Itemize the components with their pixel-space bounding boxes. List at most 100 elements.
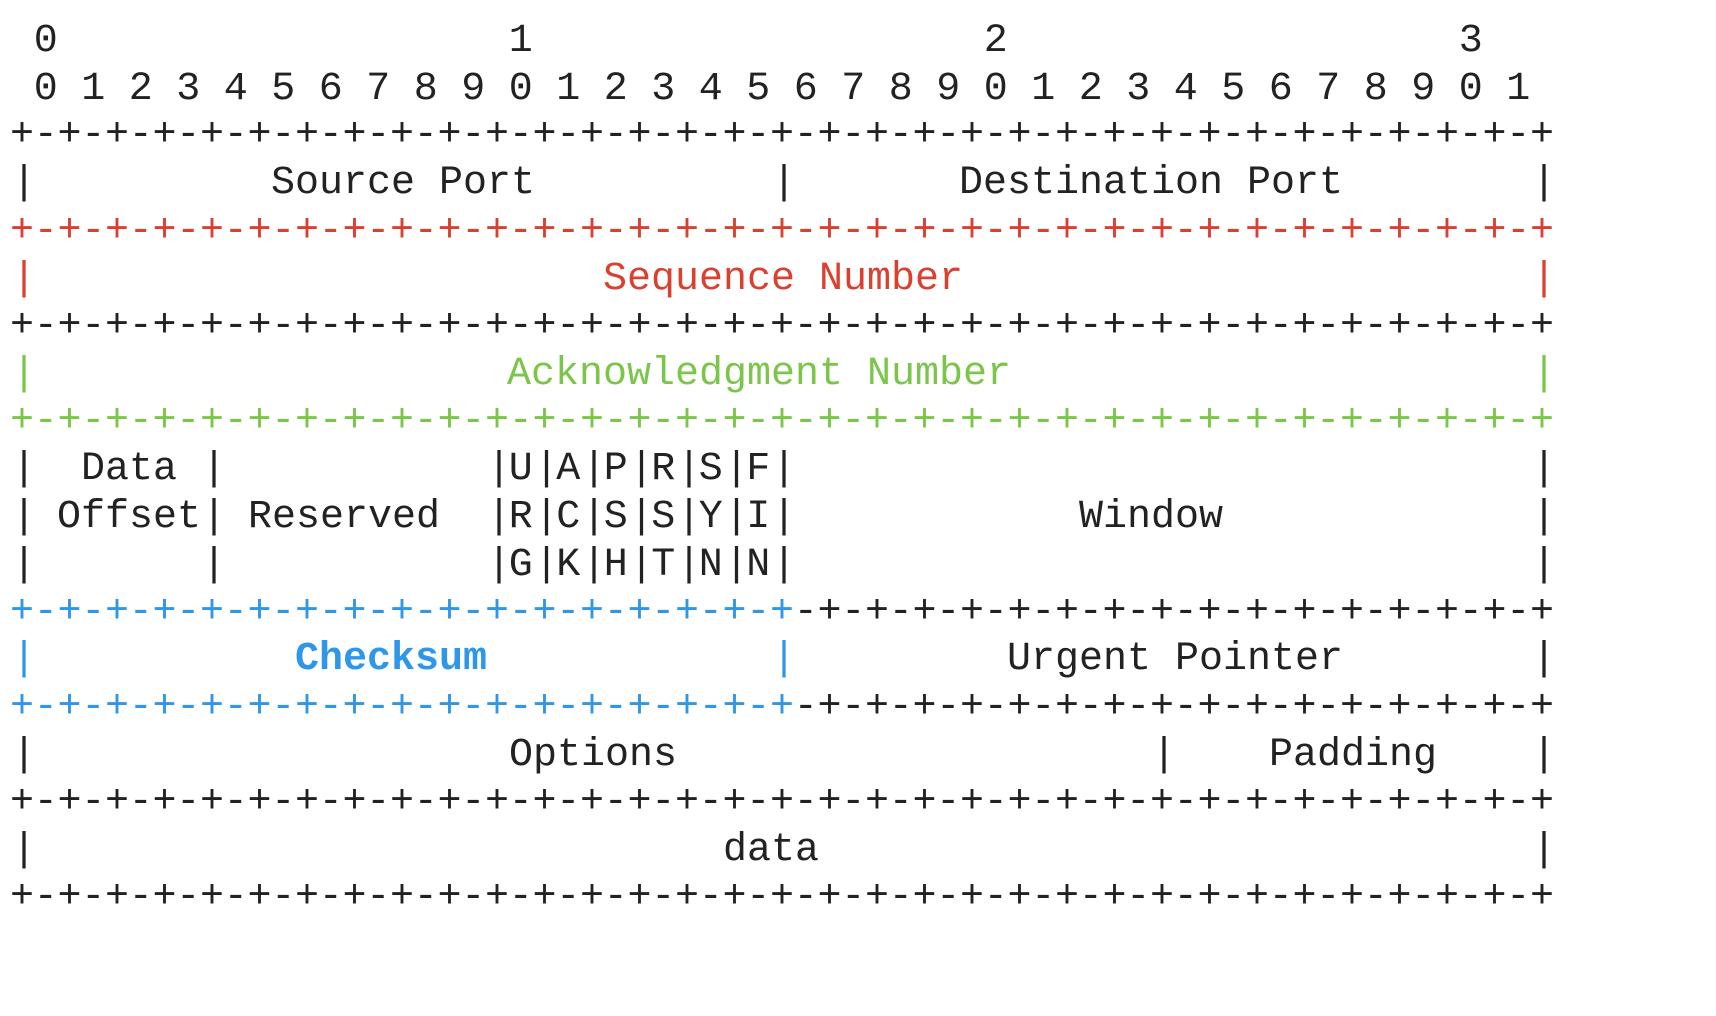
separator-plus: + <box>817 113 842 158</box>
destination-port-label: Destination Port <box>958 161 1344 206</box>
separator-plus: + <box>627 590 652 635</box>
separator-dash: - <box>888 685 913 730</box>
separator-dash: - <box>936 304 961 349</box>
separator-dash: - <box>413 113 438 158</box>
flag-letter: R <box>508 495 533 540</box>
separator-plus: + <box>1387 209 1412 254</box>
separator-dash: - <box>1506 685 1531 730</box>
separator-dash: - <box>983 685 1008 730</box>
separator-plus: + <box>1244 780 1269 825</box>
separator-plus: + <box>1482 304 1507 349</box>
separator-dash: - <box>603 875 628 920</box>
separator-dash: - <box>841 780 866 825</box>
separator-plus: + <box>342 399 367 444</box>
separator-plus: + <box>104 780 129 825</box>
separator-dash: - <box>508 875 533 920</box>
separator-plus: + <box>437 590 462 635</box>
separator-dash: - <box>128 304 153 349</box>
separator-dash: - <box>366 590 391 635</box>
field-border: | <box>487 543 512 588</box>
field-border: | <box>12 543 37 588</box>
separator-dash: - <box>746 780 771 825</box>
separator-dash: - <box>1031 399 1056 444</box>
separator-plus: + <box>1529 304 1554 349</box>
separator-plus: + <box>1149 304 1174 349</box>
separator-plus: + <box>674 304 699 349</box>
separator-plus: + <box>1007 304 1032 349</box>
flag-letter: F <box>746 447 771 492</box>
separator-plus: + <box>674 780 699 825</box>
flag-letter: I <box>746 495 771 540</box>
separator-plus: + <box>199 304 224 349</box>
separator-dash: - <box>1221 685 1246 730</box>
separator-dash: - <box>1173 590 1198 635</box>
separator-dash: - <box>1031 590 1056 635</box>
separator-dash: - <box>1316 875 1341 920</box>
separator-plus: + <box>57 875 82 920</box>
field-border: | <box>12 447 37 492</box>
separator-dash: - <box>413 399 438 444</box>
separator-plus: + <box>1482 780 1507 825</box>
separator-plus: + <box>1149 685 1174 730</box>
separator-plus: + <box>1292 875 1317 920</box>
separator-plus: + <box>152 875 177 920</box>
separator-dash: - <box>1458 399 1483 444</box>
separator-plus: + <box>1102 399 1127 444</box>
separator-dash: - <box>128 685 153 730</box>
separator-plus: + <box>389 590 414 635</box>
bit-units-digit: 0 <box>983 67 1008 112</box>
separator-dash: - <box>366 875 391 920</box>
separator-dash: - <box>1126 590 1151 635</box>
separator-plus: + <box>532 399 557 444</box>
separator-plus: + <box>912 113 937 158</box>
bit-units-digit: 4 <box>1173 67 1198 112</box>
separator-dash: - <box>1363 875 1388 920</box>
separator-plus: + <box>9 399 34 444</box>
bit-tens-digit: 2 <box>983 19 1008 64</box>
separator-dash: - <box>841 304 866 349</box>
bit-units-digit: 3 <box>1126 67 1151 112</box>
separator-plus: + <box>57 780 82 825</box>
separator-plus: + <box>294 685 319 730</box>
separator-dash: - <box>603 685 628 730</box>
separator-dash: - <box>936 113 961 158</box>
separator-plus: + <box>1007 780 1032 825</box>
separator-dash: - <box>1126 209 1151 254</box>
separator-plus: + <box>9 780 34 825</box>
separator-dash: - <box>698 780 723 825</box>
separator-dash: - <box>1173 875 1198 920</box>
separator-dash: - <box>366 113 391 158</box>
separator-dash: - <box>841 590 866 635</box>
separator-plus: + <box>1339 780 1364 825</box>
separator-plus: + <box>1434 590 1459 635</box>
separator-dash: - <box>1268 875 1293 920</box>
separator-plus: + <box>247 780 272 825</box>
separator-dash: - <box>413 685 438 730</box>
separator-plus: + <box>199 113 224 158</box>
flag-letter: S <box>651 495 676 540</box>
separator-plus: + <box>1434 113 1459 158</box>
separator-plus: + <box>1339 875 1364 920</box>
bit-units-digit: 3 <box>651 67 676 112</box>
flag-letter: G <box>508 543 533 588</box>
bit-units-digit: 8 <box>413 67 438 112</box>
separator-plus: + <box>1102 685 1127 730</box>
separator-dash: - <box>1268 685 1293 730</box>
separator-plus: + <box>627 209 652 254</box>
separator-dash: - <box>698 685 723 730</box>
separator-plus: + <box>1007 113 1032 158</box>
field-border: | <box>629 447 654 492</box>
separator-dash: - <box>1458 590 1483 635</box>
flag-letter: C <box>556 495 581 540</box>
separator-plus: + <box>247 113 272 158</box>
separator-plus: + <box>864 304 889 349</box>
separator-plus: + <box>152 685 177 730</box>
bit-units-digit: 0 <box>33 67 58 112</box>
separator-plus: + <box>769 209 794 254</box>
separator-dash: - <box>1506 113 1531 158</box>
separator-dash: - <box>33 304 58 349</box>
separator-dash: - <box>33 590 58 635</box>
separator-plus: + <box>104 113 129 158</box>
separator-dash: - <box>1363 590 1388 635</box>
